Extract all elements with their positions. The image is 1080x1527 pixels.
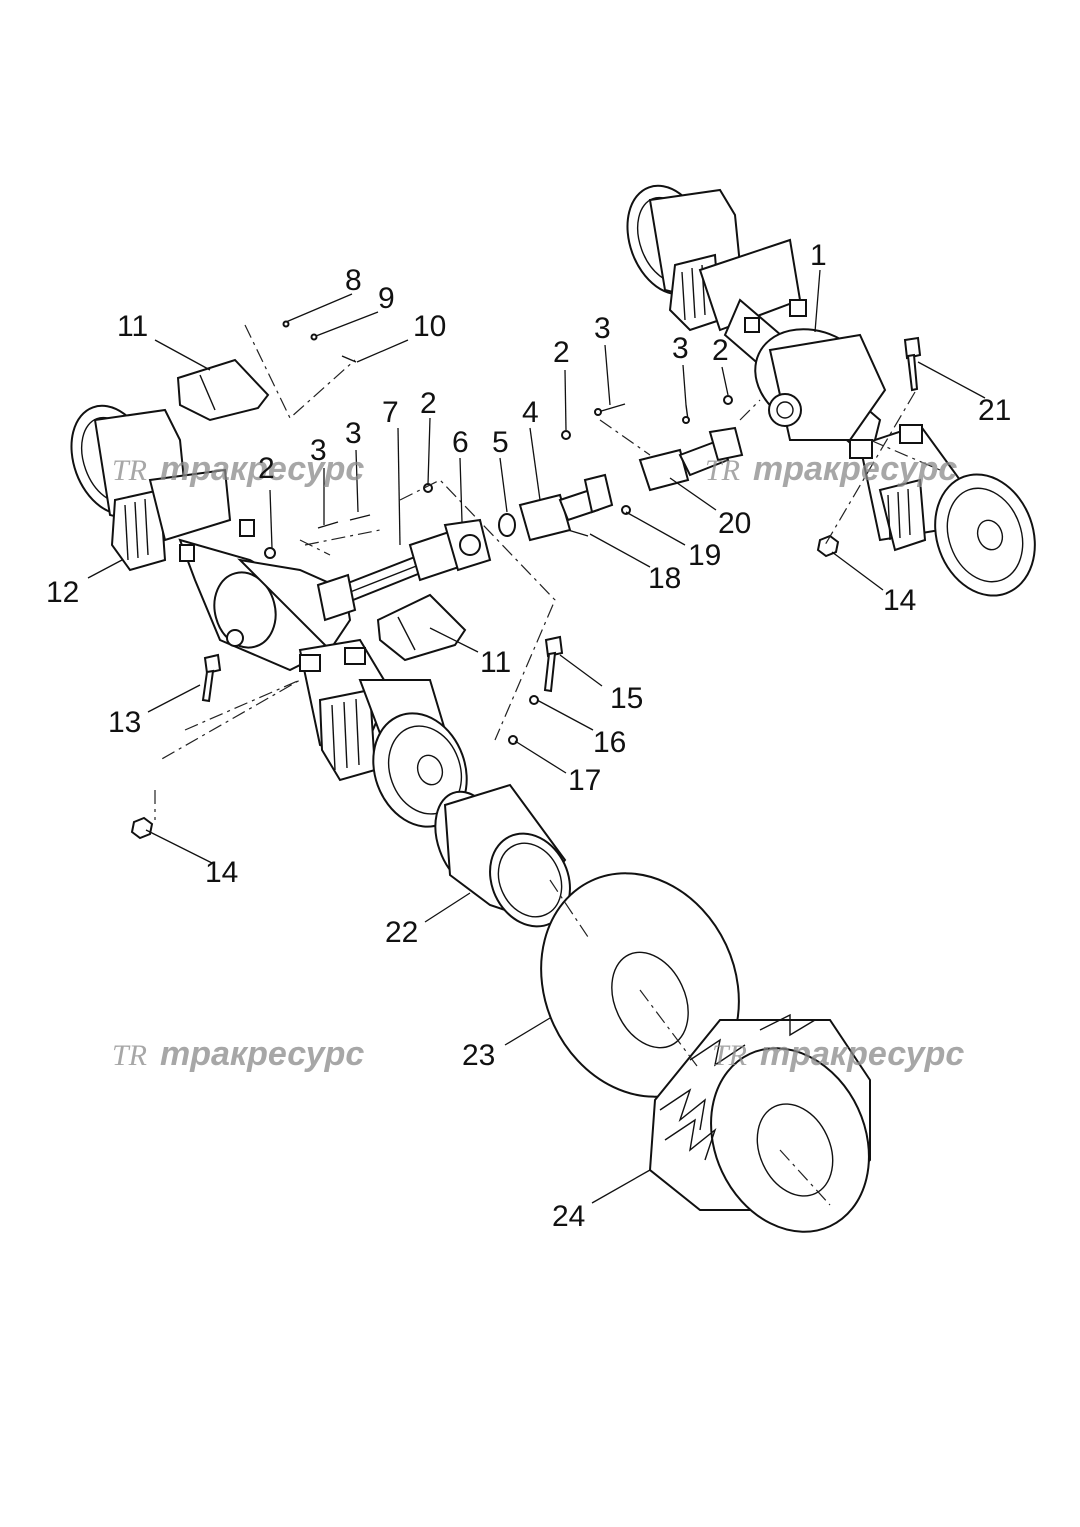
watermark-logo: TR [112,1039,147,1072]
watermark-logo: TR [712,1039,747,1072]
tire [648,1013,871,1233]
watermark-logo: TR [112,454,147,487]
callout-3: 3 [345,417,362,450]
propeller-shaft [316,518,492,622]
callout-3: 3 [672,332,689,365]
callout-22: 22 [385,916,418,949]
callout-14: 14 [205,856,238,889]
callout-leader-lines [87,269,986,1204]
callout-11: 11 [480,646,511,679]
assembly-center-lines [154,324,941,1206]
callout-labels: 1 2 2 2 2 3 3 3 3 4 5 6 7 8 9 10 11 11 1… [46,239,1011,1233]
callout-1: 1 [810,239,827,272]
axle-guard-plates [176,358,467,662]
front-axle-assembly [70,404,468,828]
callout-14: 14 [883,584,916,617]
callout-2: 2 [258,452,275,485]
callout-2: 2 [712,334,729,367]
watermark-logo: TR [705,454,740,487]
callout-5: 5 [492,426,509,459]
watermark-bottom-left: TR тракресурс [112,1035,364,1073]
callout-2: 2 [420,387,437,420]
watermark-text: тракресурс [753,450,957,488]
callout-23: 23 [462,1039,495,1072]
watermark-top-left: TR тракресурс [112,450,364,488]
watermark-bottom-right: TR тракресурс [712,1035,964,1073]
callout-17: 17 [568,764,601,797]
watermark-text: тракресурс [760,1035,964,1073]
callout-7: 7 [382,396,399,429]
callout-24: 24 [552,1200,585,1233]
fasteners [130,320,922,840]
callout-16: 16 [593,726,626,759]
callout-20: 20 [718,507,751,540]
callout-15: 15 [610,682,643,715]
callout-6: 6 [452,426,469,459]
callout-19: 19 [688,539,721,572]
callout-9: 9 [378,282,395,315]
callout-2: 2 [553,336,570,369]
watermark-top-right: TR тракресурс [705,450,957,488]
rear-axle-assembly [626,184,1036,597]
rear-drive-shaft [638,426,744,492]
callout-4: 4 [522,396,539,429]
callout-13: 13 [108,706,141,739]
callout-12: 12 [46,576,79,609]
callout-11: 11 [117,310,148,343]
watermark-text: тракресурс [160,1035,364,1073]
callout-3: 3 [594,312,611,345]
watermark-text: тракресурс [160,450,364,488]
callout-18: 18 [648,562,681,595]
callout-10: 10 [413,310,446,343]
callout-8: 8 [345,264,362,297]
callout-21: 21 [978,394,1011,427]
intermediate-shaft [498,473,614,542]
callout-3: 3 [310,434,327,467]
